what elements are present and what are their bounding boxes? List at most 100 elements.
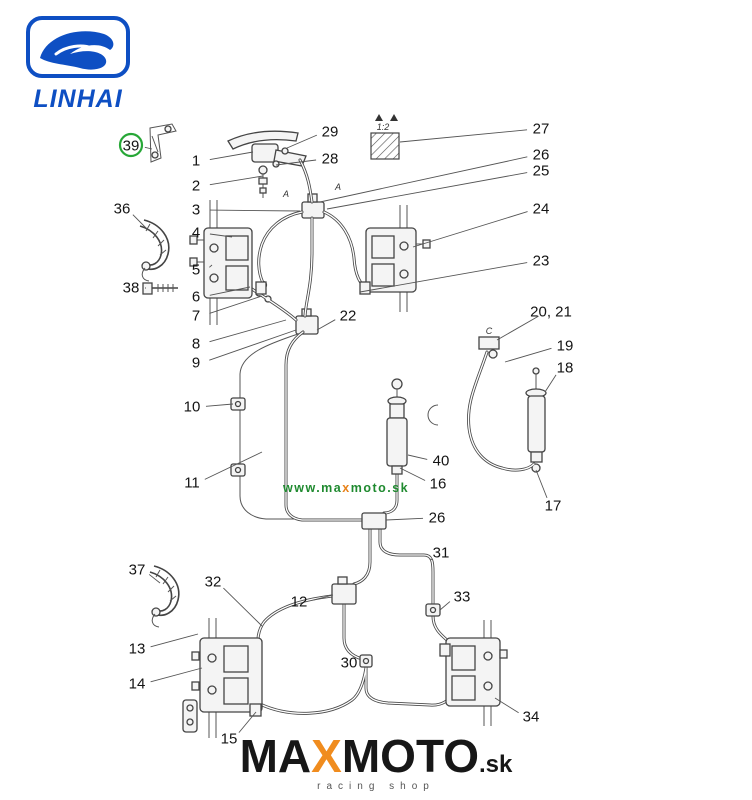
watermark-x: x: [342, 481, 351, 495]
svg-text:8: 8: [192, 336, 200, 353]
footer-x: X: [311, 730, 342, 782]
watermark: www.maxmoto.sk: [283, 481, 409, 495]
svg-text:27: 27: [533, 121, 550, 138]
callout-28: 28: [275, 151, 339, 168]
svg-text:19: 19: [557, 338, 574, 355]
svg-text:16: 16: [430, 476, 447, 493]
callout-13: 13: [129, 633, 199, 658]
watermark-suffix: moto.sk: [350, 481, 410, 495]
lever-bracket: [149, 123, 177, 163]
svg-text:30: 30: [341, 655, 358, 672]
foot-pedal-rear: [149, 565, 180, 628]
callout-18: 18: [544, 360, 574, 393]
scale-reference-block: 1:2: [370, 114, 400, 160]
footer-tagline: racing shop: [317, 781, 435, 792]
callout-20-21: 20, 21: [496, 304, 572, 341]
svg-text:24: 24: [533, 201, 550, 218]
front-right-caliper: [359, 205, 431, 312]
marker-a-right: A: [334, 182, 341, 192]
scale-note: 1:2: [377, 122, 390, 132]
callout-2: 2: [192, 175, 264, 195]
callout-9: 9: [192, 329, 297, 372]
front-left-caliper: [189, 200, 267, 325]
callout-31: 31: [430, 545, 449, 562]
callout-33: 33: [439, 589, 471, 611]
svg-text:14: 14: [129, 676, 146, 693]
svg-text:28: 28: [322, 151, 339, 168]
svg-text:9: 9: [192, 355, 200, 372]
callout-32: 32: [205, 574, 263, 627]
callout-12: 12: [291, 594, 334, 611]
callout-15: 15: [221, 711, 257, 748]
callout-36: 36: [114, 201, 149, 231]
svg-text:17: 17: [545, 498, 562, 515]
svg-text:36: 36: [114, 201, 131, 218]
footer-domain: .sk: [479, 751, 513, 778]
callout-29: 29: [286, 124, 339, 149]
callout-23: 23: [359, 253, 550, 293]
marker-a-left: A: [282, 189, 289, 199]
callout-26: 26: [385, 510, 446, 527]
highlight-circle: [118, 132, 144, 158]
footer-ma: MA: [239, 730, 312, 782]
linhai-logo-text: LINHAI: [33, 85, 123, 113]
svg-text:33: 33: [454, 589, 471, 606]
linhai-logo: LINHAI: [26, 16, 146, 114]
callout-22: 22: [316, 308, 357, 331]
footer-moto: MOTO: [341, 730, 479, 782]
linhai-swoosh-icon: [26, 16, 130, 78]
pipe-clamps: [230, 397, 441, 668]
callout-25: 25: [326, 163, 550, 210]
callout-17: 17: [535, 469, 562, 515]
callout-27: 27: [399, 121, 550, 143]
callout-24: 24: [412, 201, 550, 248]
svg-text:7: 7: [192, 308, 200, 325]
svg-text:6: 6: [192, 289, 200, 306]
svg-text:1: 1: [192, 153, 200, 170]
svg-text:37: 37: [129, 562, 146, 579]
distributor-block: [295, 308, 319, 335]
svg-text:2: 2: [192, 178, 200, 195]
svg-text:12: 12: [291, 594, 308, 611]
callout-19: 19: [504, 338, 574, 363]
svg-text:18: 18: [557, 360, 574, 377]
callout-16: 16: [399, 467, 447, 493]
foot-pedal-front: [139, 219, 170, 282]
brake-lever-assembly: [227, 130, 307, 198]
callout-40: 40: [407, 453, 450, 470]
rear-brake-right-assembly: C: [466, 326, 547, 473]
svg-text:34: 34: [523, 709, 540, 726]
callout-1: 1: [192, 151, 254, 170]
svg-text:15: 15: [221, 731, 238, 748]
svg-text:20, 21: 20, 21: [530, 304, 572, 321]
svg-text:3: 3: [192, 202, 200, 219]
svg-text:11: 11: [184, 475, 200, 492]
callout-8: 8: [192, 319, 287, 353]
callout-14: 14: [129, 667, 203, 693]
svg-text:13: 13: [129, 641, 146, 658]
svg-text:23: 23: [533, 253, 550, 270]
callout-3: 3: [192, 202, 301, 219]
svg-text:26: 26: [533, 147, 550, 164]
svg-text:26: 26: [429, 510, 446, 527]
svg-text:25: 25: [533, 163, 550, 180]
callout-26: 26: [319, 147, 550, 203]
svg-text:29: 29: [322, 124, 339, 141]
callout-37: 37: [129, 562, 161, 584]
maxmoto-footer-logo: MAXMOTO.sk racing shop: [0, 733, 752, 792]
svg-text:4: 4: [192, 225, 200, 242]
svg-text:31: 31: [433, 545, 450, 562]
svg-text:22: 22: [340, 308, 357, 325]
tee-junction-block: [361, 512, 387, 530]
callout-39: 39: [118, 132, 153, 158]
watermark-prefix: www.ma: [283, 481, 343, 495]
callout-5: 5: [192, 262, 213, 279]
callout-38: 38: [123, 280, 146, 297]
svg-text:39: 39: [123, 138, 140, 155]
svg-text:38: 38: [123, 280, 140, 297]
svg-text:40: 40: [433, 453, 450, 470]
rear-left-caliper: [182, 618, 263, 738]
